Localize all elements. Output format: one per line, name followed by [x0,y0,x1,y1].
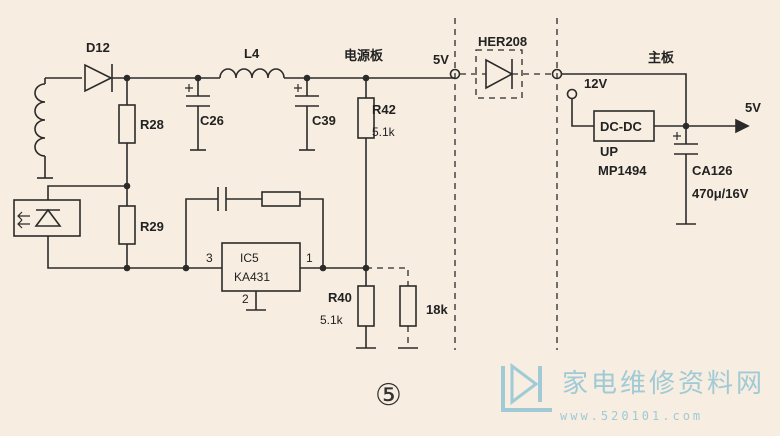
ic5-pin2-label: 2 [242,292,249,306]
resistor-r28 [118,104,136,144]
optocoupler [13,199,81,237]
node-ic5-ref [319,264,327,272]
ic5-label: IC5 [240,251,259,265]
capacitor-compensation [217,187,227,211]
c39-label: C39 [312,113,336,128]
up-label: UP [600,144,618,159]
node-bottom-r29 [123,264,131,272]
capacitor-c39 [294,78,319,151]
l4-label: L4 [244,46,260,61]
r-18k-label: 18k [426,302,448,317]
wire-opto-top [47,185,127,200]
diode-d12 [84,63,113,93]
figure-number: ⑤ [375,378,402,413]
resistor-18k [366,267,418,349]
wire-comp-right [300,198,324,268]
ca126-label: CA126 [692,163,732,178]
main-board-label: 主板 [648,50,675,65]
wire-main-rail [562,73,687,126]
ic5-pin1-label: 1 [306,251,313,265]
v5-out-label: 5V [745,100,761,115]
ic5-pin3-label: 3 [206,251,213,265]
inductor-l4 [219,68,285,79]
output-arrow [735,118,750,134]
resistor-r29 [118,205,136,245]
v5-left-label: 5V [433,52,449,67]
wire-ic5-pin2 [246,291,266,311]
connector-left [449,68,461,80]
watermark-text: 家电维修资料网 [562,369,765,399]
mp1494-label: MP1494 [598,163,647,178]
r40-label: R40 [328,290,352,305]
connector-right [551,68,563,80]
ka431-label: KA431 [234,270,270,284]
c26-label: C26 [200,113,224,128]
r42-value: 5.1k [372,125,396,139]
wire-comp-left [185,198,218,268]
ca126-value: 470μ/16V [692,186,749,201]
r29-label: R29 [140,219,164,234]
transformer-winding [34,78,53,179]
r28-label: R28 [140,117,164,132]
connector-12v [566,88,578,100]
ic5-ka431 [221,242,301,292]
resistor-r40 [357,285,375,327]
diode-her208 [460,49,552,99]
capacitor-c26 [185,78,210,151]
r40-value: 5.1k [320,313,344,327]
wire-r40-gnd [356,326,376,349]
watermark-logo-icon [501,363,552,412]
dcdc-label: DC-DC [600,119,642,134]
d12-label: D12 [86,40,110,55]
capacitor-ca126 [673,126,698,225]
wire-opto-bottom [47,236,127,269]
power-board-label: 电源板 [344,48,384,63]
resistor-compensation [261,191,301,207]
her208-label: HER208 [478,34,527,49]
r42-label: R42 [372,102,396,117]
wire-12v-dcdc [571,99,594,127]
watermark-url: www.520101.com [560,409,703,423]
v12-label: 12V [584,76,607,91]
